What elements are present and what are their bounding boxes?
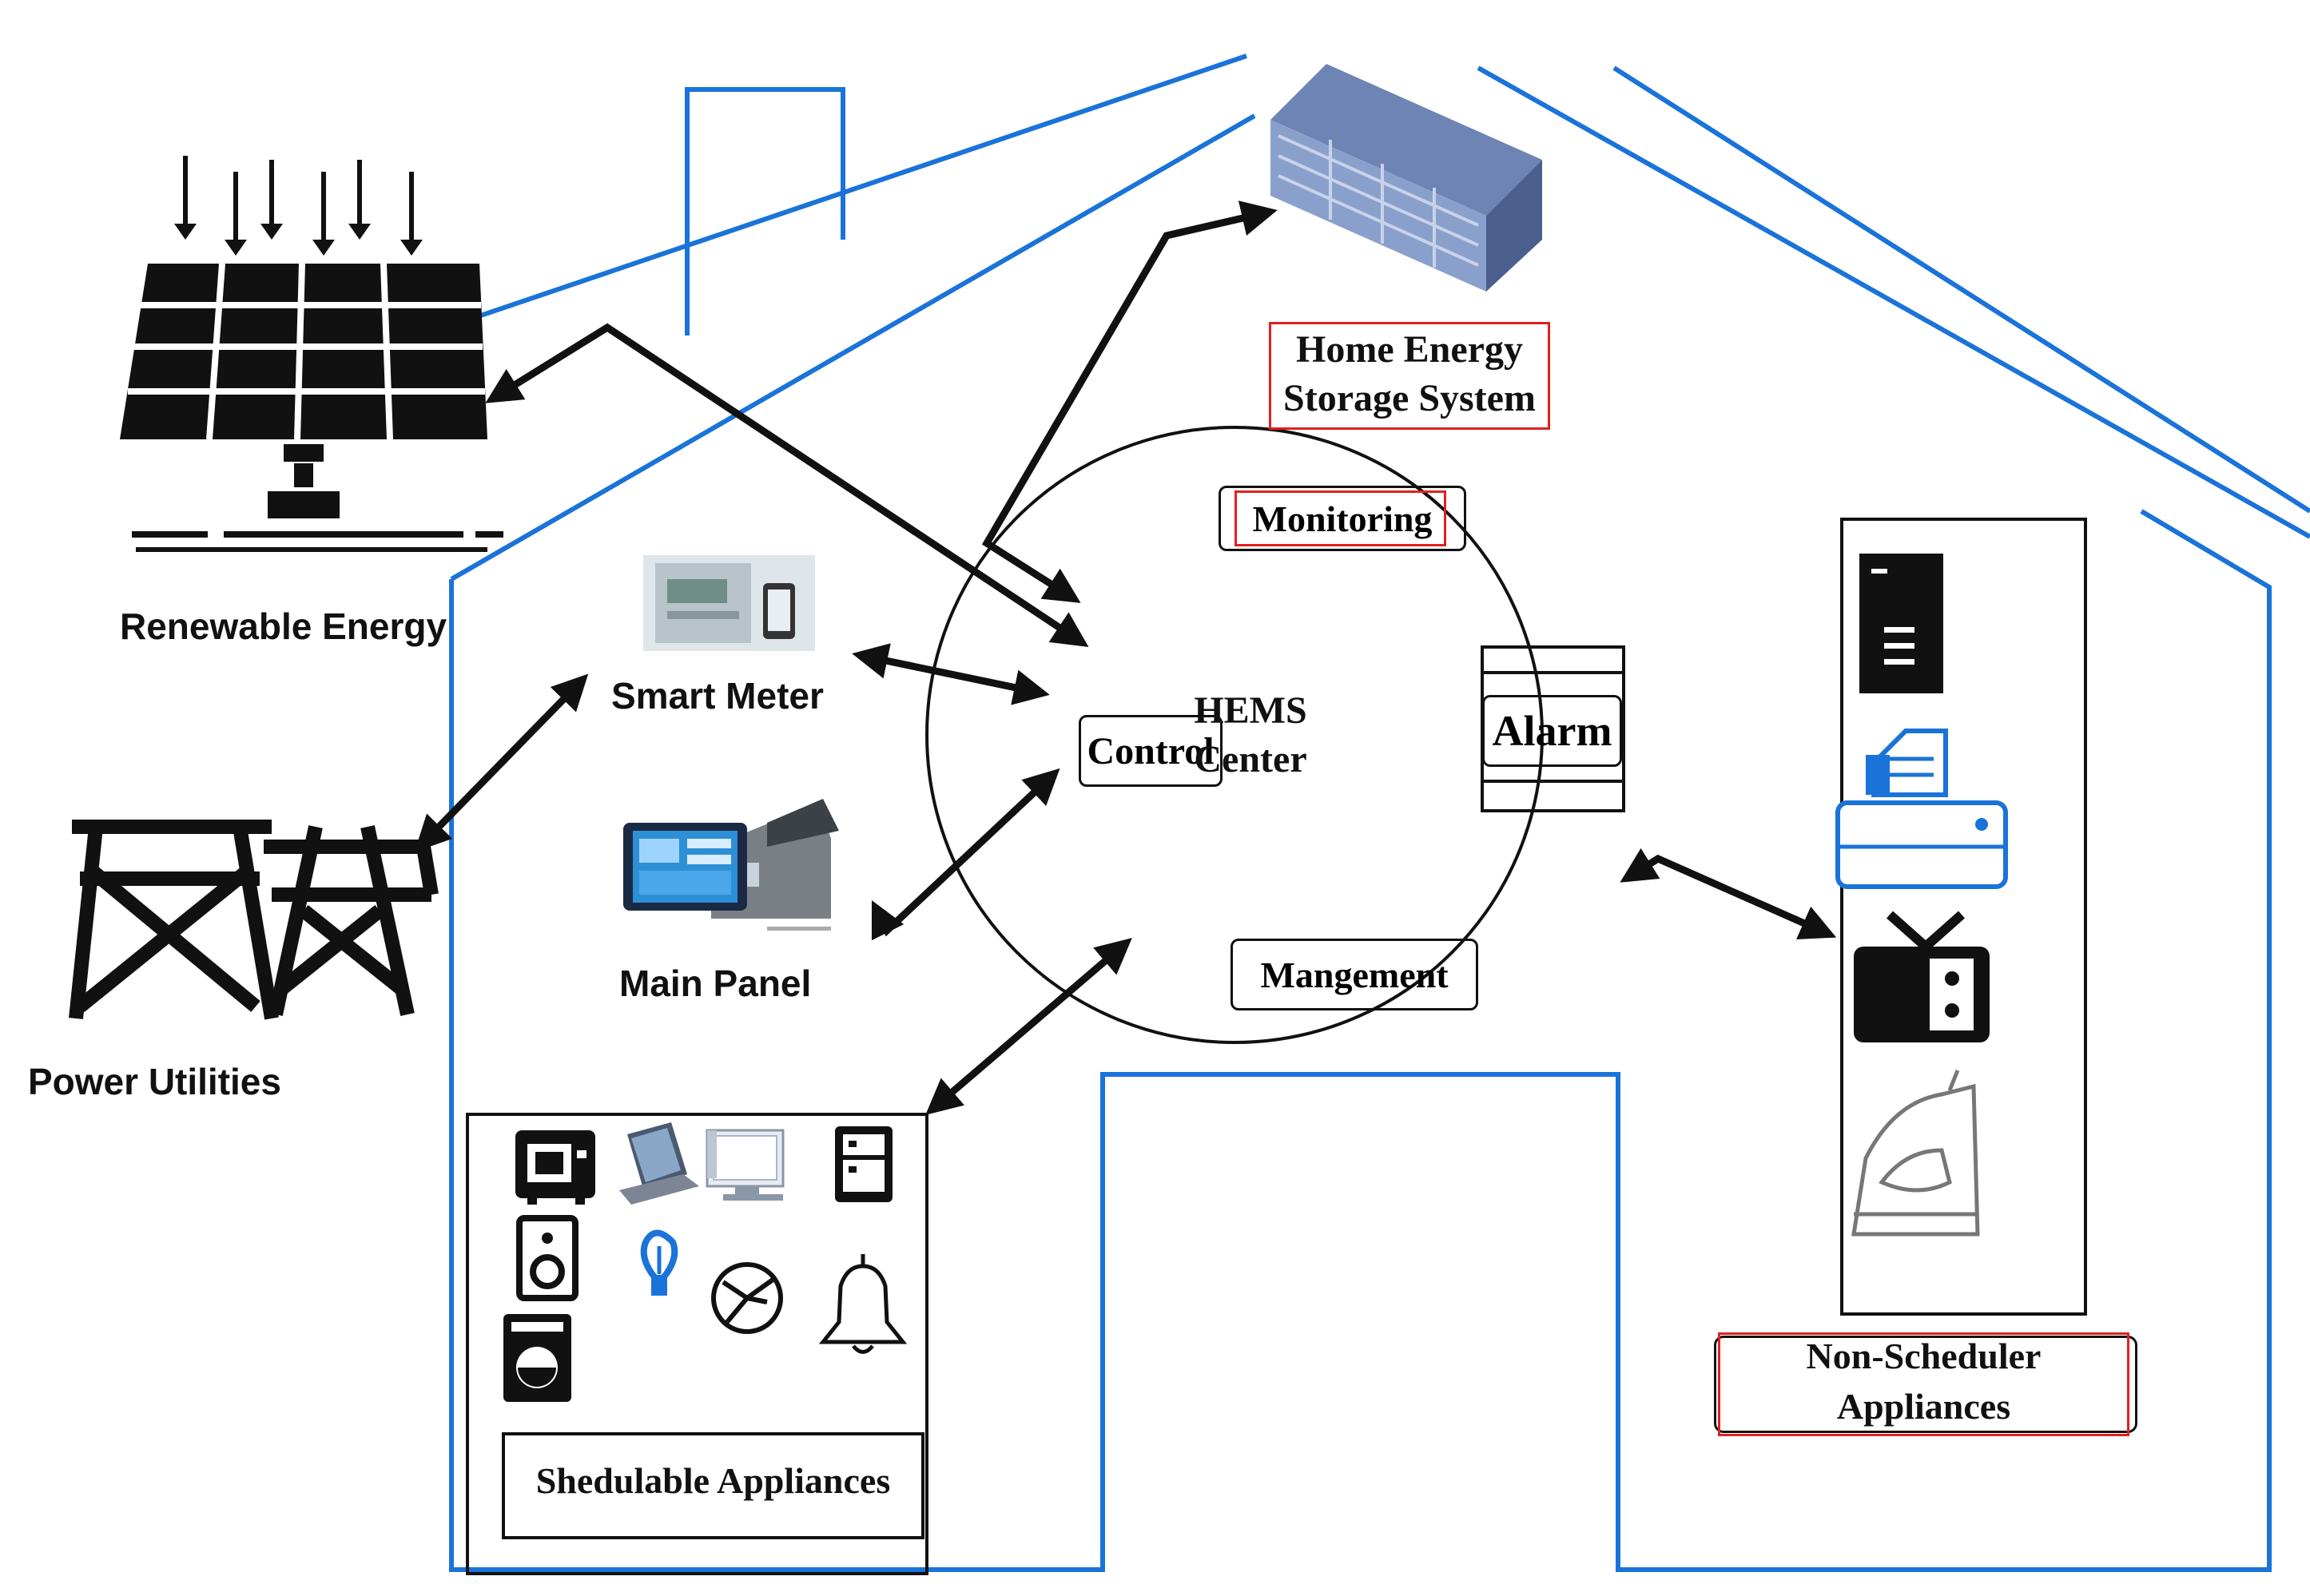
arrow-schedulable-hems	[925, 938, 1132, 1115]
storage-line2: Storage System	[1283, 377, 1536, 420]
alarm-label: Alarm	[1492, 707, 1612, 755]
arrow-utilities-meter	[414, 673, 589, 852]
non-scheduler-highlight	[1718, 1332, 2129, 1436]
fan-icon	[711, 1262, 783, 1334]
connection-arrows	[414, 200, 1837, 1115]
control-label: Control	[1087, 729, 1215, 772]
arrow-hems-nonsched	[1620, 848, 1837, 940]
monitoring-label: Monitoring	[1252, 498, 1433, 539]
main-panel-label: Main Panel	[619, 963, 812, 1004]
smart-meter-photo-icon	[643, 555, 815, 651]
non-scheduler-label-box	[1714, 1336, 2137, 1433]
renewable-energy-label: Renewable Energy	[120, 605, 447, 647]
light-bulb-icon	[640, 1229, 678, 1296]
arrow-renewable-hems	[485, 323, 1089, 647]
smart-meter-label: Smart Meter	[611, 675, 824, 717]
schedulable-frame	[466, 1113, 928, 1575]
storage-label-box	[1269, 322, 1550, 430]
alarm-box: Alarm	[1482, 695, 1622, 767]
fridge-icon	[835, 1126, 893, 1202]
control-box: Control	[1079, 715, 1223, 787]
tv-icon	[1854, 911, 1990, 1042]
transmission-tower-icon	[69, 820, 439, 1020]
arrow-storage-hems	[981, 200, 1278, 603]
non-scheduler-line2: Appliances	[1836, 1385, 2011, 1427]
power-utilities-label: Power Utilities	[28, 1061, 281, 1102]
non-scheduler-line1: Non-Scheduler	[1806, 1336, 2042, 1376]
monitoring-highlight	[1235, 490, 1446, 546]
schedulable-label: Shedulable Appliances	[535, 1460, 891, 1501]
microwave-icon	[515, 1130, 595, 1205]
hems-center-title: HEMS Center	[1147, 689, 1354, 781]
bell-icon	[818, 1254, 908, 1354]
speaker-icon	[516, 1215, 578, 1301]
arrow-panel-hems	[871, 768, 1060, 941]
iron-icon	[1851, 1070, 1980, 1237]
laptop-icon	[619, 1122, 699, 1205]
management-box: Mangement	[1231, 939, 1478, 1010]
hems-line2: Center	[1194, 738, 1307, 781]
printer-icon	[1835, 729, 2008, 889]
non-scheduler-label: Non-Scheduler Appliances	[1718, 1336, 2129, 1428]
storage-label: Home Energy Storage System	[1269, 328, 1550, 420]
tablet-house-icon	[623, 799, 839, 931]
solar-panel-icon	[120, 156, 503, 552]
battery-rack-icon	[1270, 64, 1542, 292]
monitoring-box: Monitoring	[1219, 486, 1466, 551]
storage-line1: Home Energy	[1296, 328, 1523, 371]
desktop-icon	[706, 1129, 785, 1201]
management-label: Mangement	[1260, 954, 1449, 995]
non-scheduler-frame	[1840, 518, 2087, 1316]
washing-machine-icon	[503, 1314, 571, 1402]
arrow-meter-hems	[852, 643, 1050, 705]
pc-tower-icon	[1859, 554, 1943, 693]
hems-line1: HEMS	[1194, 689, 1307, 732]
